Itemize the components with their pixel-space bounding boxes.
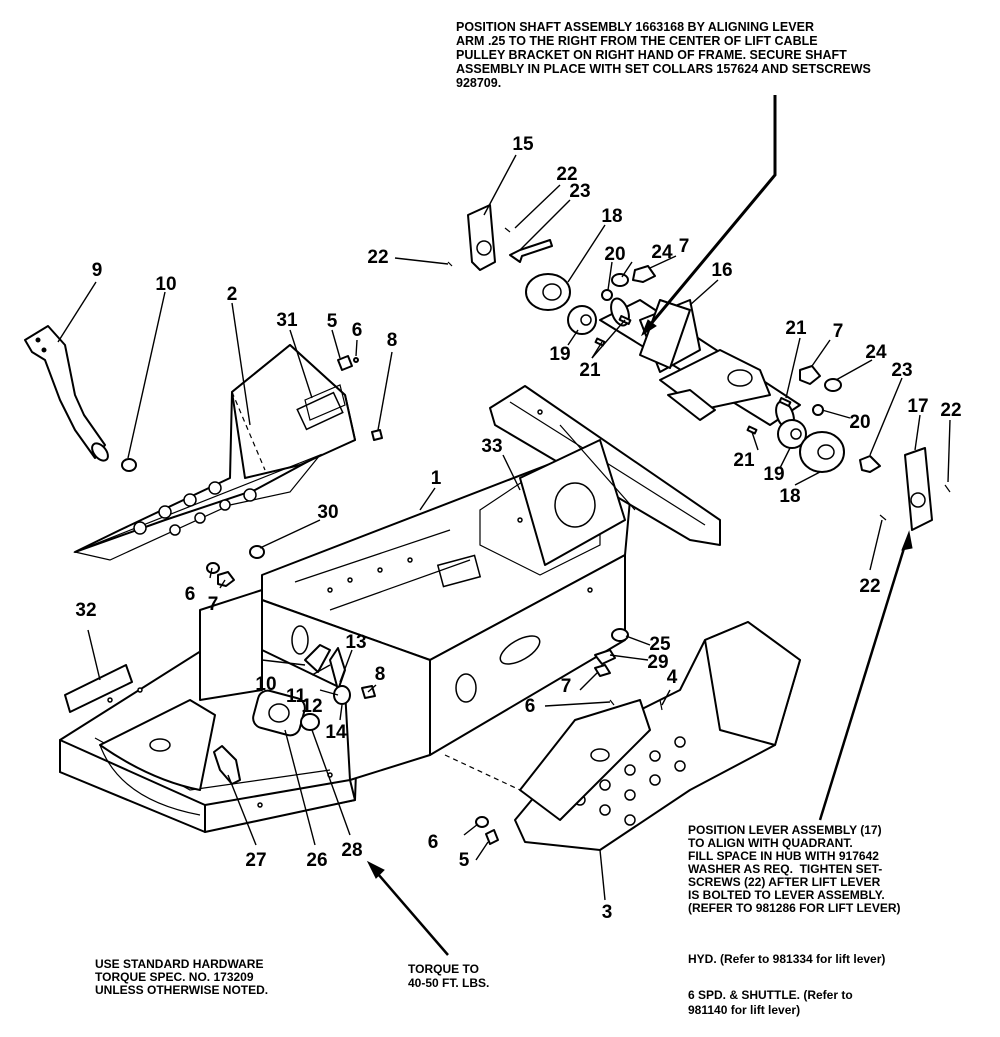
callout-23: 23 (891, 360, 912, 381)
callout-22: 22 (859, 576, 880, 597)
callout-21: 21 (579, 360, 601, 381)
callout-17: 17 (907, 396, 928, 417)
callout-7: 7 (833, 321, 844, 342)
callout-18: 18 (601, 206, 622, 227)
callout-24: 24 (651, 242, 673, 263)
callout-3: 3 (602, 902, 613, 923)
callout-21: 21 (733, 450, 755, 471)
callout-7: 7 (208, 594, 219, 615)
six-speed-shuttle-note: 6 SPD. & SHUTTLE. (Refer to 981140 for l… (688, 988, 853, 1017)
callout-29: 29 (647, 652, 668, 673)
callout-20: 20 (849, 412, 870, 433)
callout-19: 19 (763, 464, 784, 485)
plate-33 (519, 424, 636, 566)
callout-10: 10 (155, 274, 176, 295)
callout-21: 21 (785, 318, 807, 339)
lever-assembly-note: POSITION LEVER ASSEMBLY (17) TO ALIGN WI… (688, 823, 901, 915)
callout-11: 11 (286, 686, 307, 707)
callout-24: 24 (865, 342, 887, 363)
callout-14: 14 (325, 722, 347, 743)
callout-12: 12 (301, 696, 322, 717)
callout-7: 7 (679, 236, 690, 257)
callout-30: 30 (317, 502, 338, 523)
shaft-assembly-note: POSITION SHAFT ASSEMBLY 1663168 BY ALIGN… (456, 20, 871, 90)
torque-40-50-note: TORQUE TO 40-50 FT. LBS. (408, 962, 490, 990)
callout-33: 33 (481, 436, 502, 457)
callout-7: 7 (561, 676, 572, 697)
callout-1: 1 (431, 468, 442, 489)
callout-6: 6 (525, 696, 536, 717)
decals (64, 384, 346, 713)
callout-8: 8 (387, 330, 398, 351)
callout-arrows (366, 95, 913, 956)
callout-20: 20 (604, 244, 625, 265)
callout-26: 26 (306, 850, 327, 871)
callout-18: 18 (779, 486, 800, 507)
upper-hardware (447, 204, 951, 531)
leader-lines (57, 154, 951, 901)
shaft-assembly-16 (599, 297, 801, 430)
callout-labels: 15 22 23 22 18 24 20 7 16 19 21 21 7 24 … (75, 134, 961, 923)
callout-4: 4 (667, 667, 678, 688)
lower-hardware (206, 355, 663, 845)
callout-15: 15 (512, 134, 534, 155)
callout-6: 6 (428, 832, 439, 853)
callout-8: 8 (375, 664, 386, 685)
callout-22: 22 (367, 247, 388, 268)
callout-6: 6 (352, 320, 363, 341)
callout-25: 25 (649, 634, 671, 655)
lever-9 (24, 325, 137, 472)
callout-19: 19 (549, 344, 570, 365)
callout-5: 5 (327, 311, 338, 332)
callout-22: 22 (556, 164, 577, 185)
callout-23: 23 (569, 181, 590, 202)
callout-5: 5 (459, 850, 470, 871)
callout-16: 16 (711, 260, 732, 281)
callout-32: 32 (75, 600, 96, 621)
callout-27: 27 (245, 850, 266, 871)
callout-9: 9 (92, 260, 103, 281)
callout-28: 28 (341, 840, 362, 861)
callout-10: 10 (255, 674, 276, 695)
left-footrest (72, 344, 356, 561)
right-footrest (444, 621, 801, 851)
callout-6: 6 (185, 584, 196, 605)
standard-torque-note: USE STANDARD HARDWARE TORQUE SPEC. NO. 1… (95, 957, 269, 997)
callout-2: 2 (227, 284, 238, 305)
callout-13: 13 (345, 632, 366, 653)
callout-22: 22 (940, 400, 961, 421)
hyd-note: HYD. (Refer to 981334 for lift lever) (688, 952, 886, 966)
callout-31: 31 (276, 310, 298, 331)
